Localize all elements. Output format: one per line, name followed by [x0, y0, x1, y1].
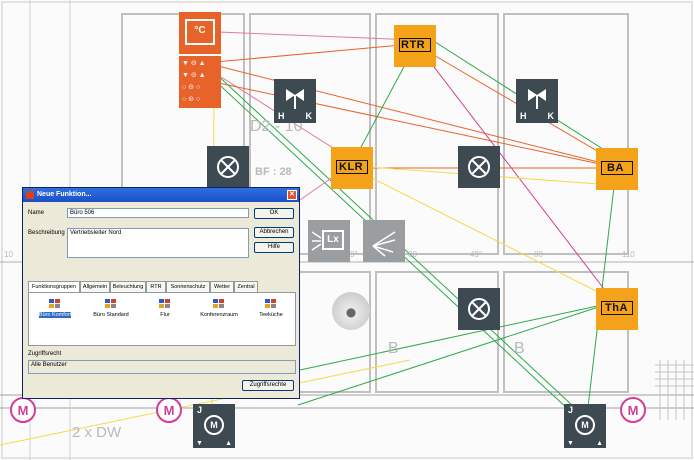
dimension-80b: 80: [534, 250, 543, 259]
klr-device[interactable]: KLR: [331, 147, 373, 189]
up-arrow-icon: ▲: [596, 440, 603, 447]
up-arrow-icon: ▲: [225, 440, 232, 447]
light-device-1[interactable]: [207, 146, 249, 188]
ba-device[interactable]: BA: [596, 148, 638, 190]
down-arrow-icon: ▼: [567, 440, 574, 447]
tab-sun-protection[interactable]: Sonnenschutz: [166, 281, 210, 292]
thermostat-controls[interactable]: ▼ ⊝ ▲▼ ⊝ ▲○ ⊝ ○○ ⊝ ○: [179, 56, 221, 108]
group-item-konferenzraum[interactable]: Konferenzraum: [195, 299, 243, 318]
group-item-buero-standard[interactable]: Büro Standard: [87, 299, 135, 318]
room-dw-label: 2 x DW: [72, 424, 122, 441]
tab-function-groups[interactable]: Funktionsgruppen: [28, 281, 80, 293]
dimension-49: 49°: [470, 250, 483, 259]
name-label: Name: [28, 210, 45, 216]
tab-central[interactable]: Zentral: [234, 281, 258, 292]
valve-device-2[interactable]: H K: [516, 79, 558, 123]
sun-rays-icon: [311, 231, 322, 251]
close-button[interactable]: ✕: [287, 190, 297, 200]
thermostat-display: °C: [185, 19, 215, 45]
group-label: Teeküche: [259, 312, 283, 318]
valve-device-1[interactable]: H K: [274, 79, 316, 123]
group-icon: [49, 299, 61, 309]
lux-label: Lx: [322, 230, 344, 250]
lamp-icon: [468, 298, 490, 320]
motor-symbol: M: [575, 415, 595, 435]
dimension-80: 80: [408, 250, 417, 259]
dialog-tabs: Funktionsgruppen Allgemein Beleuchtung R…: [28, 281, 296, 293]
dimension-110: 110: [622, 250, 635, 259]
access-label: Zugriffsrecht: [28, 351, 62, 357]
thermostat-arrows: ▼ ⊝ ▲▼ ⊝ ▲○ ⊝ ○○ ⊝ ○: [182, 60, 206, 103]
function-groups-panel: Büro Komfort Büro Standard Flur Konferen…: [28, 292, 296, 346]
tha-device[interactable]: ThA: [596, 288, 638, 330]
valve-icon: [286, 89, 304, 109]
lamp-icon: [217, 156, 239, 178]
name-input[interactable]: Büro 506: [67, 208, 249, 218]
rtr-label: RTR: [401, 39, 426, 51]
dimension-10: 10: [4, 250, 13, 259]
jalousie-device-1[interactable]: J M ▼ ▲: [193, 404, 235, 448]
thermostat-device[interactable]: °C: [179, 12, 221, 54]
new-function-dialog[interactable]: Neue Funktion... ✕ Name Büro 506 OK Besc…: [22, 187, 300, 399]
group-item-teekueche[interactable]: Teeküche: [247, 299, 295, 318]
motor-marker-2: M: [156, 397, 182, 423]
access-field[interactable]: Alle Benutzer: [28, 360, 296, 374]
motor-marker-1: M: [10, 397, 36, 423]
group-icon: [213, 299, 225, 309]
tab-weather[interactable]: Wetter: [210, 281, 234, 292]
dialog-title: Neue Funktion...: [37, 191, 92, 198]
group-label: Büro Standard: [93, 312, 129, 318]
help-button[interactable]: Hilfe: [254, 242, 294, 253]
valve-icon: [528, 89, 546, 109]
cancel-button[interactable]: Abbrechen: [254, 227, 294, 238]
motor-symbol: M: [204, 415, 224, 435]
jalousie-device-2[interactable]: J M ▼ ▲: [564, 404, 606, 448]
app-icon: [26, 191, 34, 199]
group-item-flur[interactable]: Flur: [141, 299, 189, 318]
room-bf-label: BF : 28: [255, 166, 292, 178]
group-label: Konferenzraum: [200, 312, 238, 318]
valve-h-letter: H: [278, 111, 285, 121]
light-device-2[interactable]: [458, 146, 500, 188]
ba-label: BA: [607, 162, 624, 174]
light-device-3[interactable]: [458, 288, 500, 330]
room-b2-label: B: [514, 340, 525, 357]
access-rights-button[interactable]: Zugriffsrechte: [242, 380, 294, 391]
ok-button[interactable]: OK: [254, 208, 294, 219]
room-b1-label: B: [388, 340, 399, 357]
valve-k-letter: K: [547, 111, 555, 121]
lux-sensor[interactable]: Lx: [308, 220, 350, 262]
motor-marker-3: M: [620, 397, 646, 423]
presence-detector[interactable]: [332, 292, 370, 330]
tab-general[interactable]: Allgemein: [80, 281, 110, 292]
motion-rays-icon: [372, 231, 396, 257]
rtr-device[interactable]: RTR: [394, 25, 436, 67]
valve-h-letter: H: [520, 111, 527, 121]
group-icon: [105, 299, 117, 309]
motion-sensor[interactable]: [363, 220, 405, 262]
tha-label: ThA: [605, 302, 628, 314]
description-textarea[interactable]: Vertriebsleiter Nord: [67, 228, 249, 258]
valve-k-letter: K: [305, 111, 313, 121]
down-arrow-icon: ▼: [196, 440, 203, 447]
lamp-icon: [468, 156, 490, 178]
group-label: Flur: [160, 312, 170, 318]
group-label: Büro Komfort: [38, 312, 72, 318]
jalousie-letter: J: [568, 405, 574, 415]
description-label: Beschreibung: [28, 230, 65, 236]
group-icon: [159, 299, 171, 309]
dimension-9: 9°: [350, 250, 358, 259]
tab-rtr[interactable]: RTR: [146, 281, 166, 292]
klr-label: KLR: [339, 161, 364, 173]
dialog-titlebar[interactable]: Neue Funktion... ✕: [23, 188, 299, 202]
jalousie-letter: J: [197, 405, 203, 415]
group-item-buero-komfort[interactable]: Büro Komfort: [31, 299, 79, 318]
tab-lighting[interactable]: Beleuchtung: [110, 281, 146, 292]
group-icon: [265, 299, 277, 309]
